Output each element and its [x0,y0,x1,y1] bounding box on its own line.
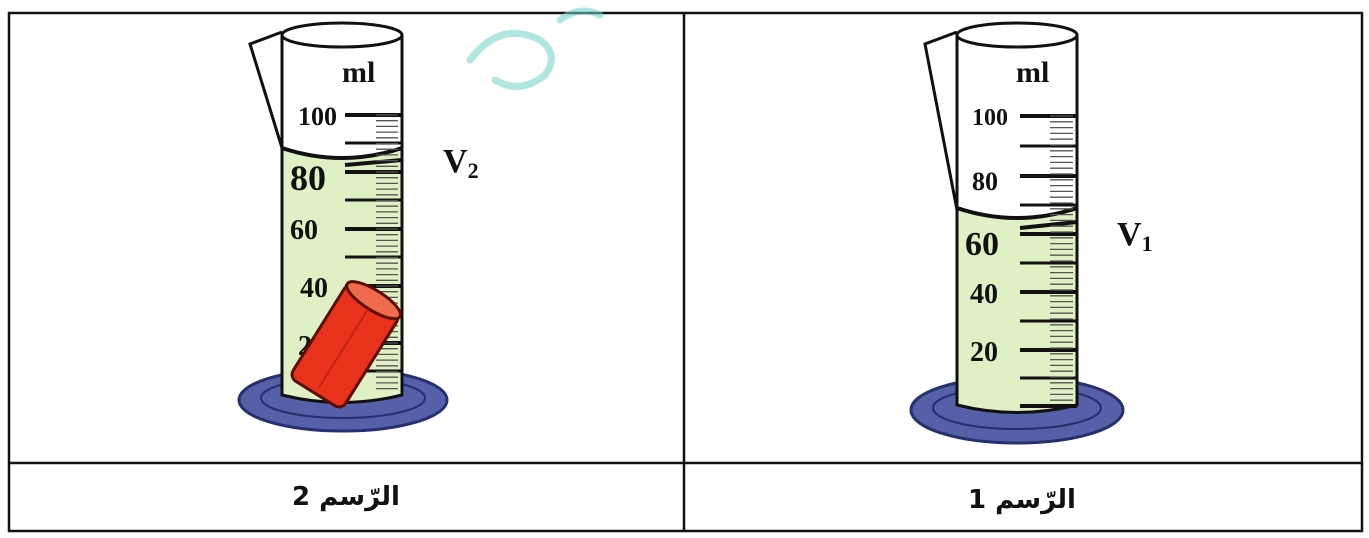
figure-table [7,11,1364,533]
cylinder-rim [955,21,1079,49]
tick-label-80: 80 [972,167,998,196]
tick-label-80: 80 [290,158,326,198]
table-border [7,11,1364,533]
major-ticks [1020,114,1077,408]
spout [248,30,284,149]
liquid [957,208,1077,413]
tick-label-40: 40 [300,273,328,304]
unit-label: ml [342,56,375,89]
tick-label-100: 100 [298,102,337,131]
tick-label-40: 40 [970,279,998,310]
liquid-meniscus [956,206,1078,220]
caption-figure-2: الرّسم 2 [292,482,400,512]
tick-label-60: 60 [290,215,318,246]
watermark [466,7,604,90]
spout [923,30,959,211]
cylinder-rim [280,21,404,49]
unit-label: ml [1016,56,1049,89]
immersed-object [290,280,402,409]
caption-figure-1: الرّسم 1 [968,485,1076,515]
level-pointer [1019,220,1078,230]
tick-label-60: 60 [965,226,999,263]
volume-label-v1: V1 [1117,216,1153,256]
volume-label-v2: V2 [443,143,479,183]
minor-ticks [1050,115,1073,401]
figure-2-cylinder: 100 80 60 40 20 ml V2 [237,21,479,433]
mid-ticks [1020,144,1077,380]
tick-label-100: 100 [972,105,1008,131]
liquid-meniscus [281,146,403,160]
figure-1-cylinder: 100 80 60 40 20 ml V1 [909,21,1153,445]
tick-label-20: 20 [970,337,998,368]
